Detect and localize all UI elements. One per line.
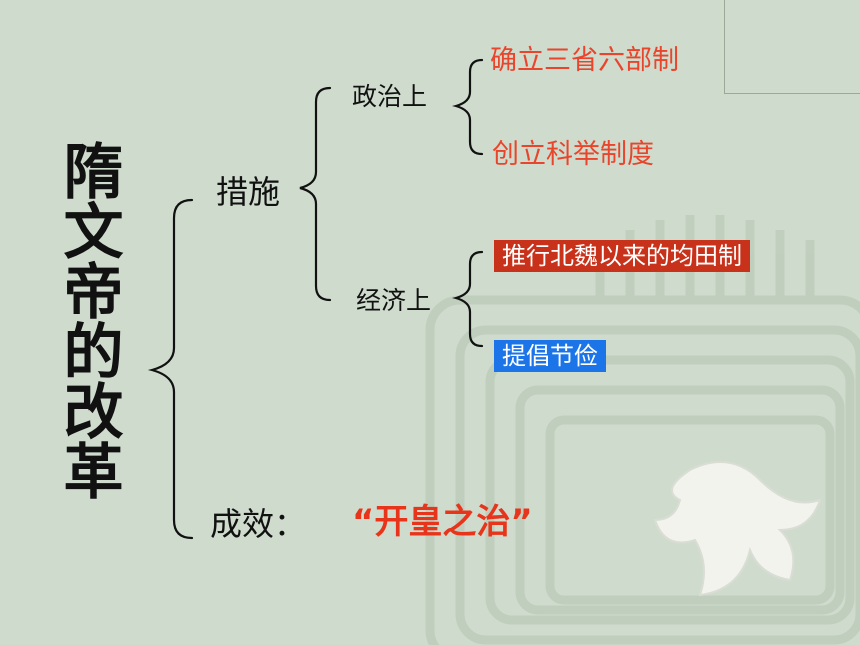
- economic-label: 经济上: [356, 286, 432, 315]
- measures-brace: [299, 86, 332, 302]
- political-item-2: 创立科举制度: [492, 139, 654, 170]
- corner-frame: [724, 0, 860, 94]
- political-item-1: 确立三省六部制: [490, 45, 679, 76]
- political-brace: [452, 58, 484, 156]
- slide-title: 隋文帝的改革: [53, 140, 123, 500]
- political-label: 政治上: [352, 82, 428, 111]
- economic-brace: [452, 250, 484, 348]
- economic-item-2: 提倡节俭: [494, 340, 606, 372]
- result-label: 成效：: [210, 505, 307, 543]
- root-brace: [147, 198, 194, 540]
- economic-item-1: 推行北魏以来的均田制: [494, 240, 750, 272]
- measures-label: 措施: [216, 173, 281, 211]
- result-value: “开皇之治”: [352, 502, 533, 542]
- jade-dragon-icon: [653, 461, 822, 597]
